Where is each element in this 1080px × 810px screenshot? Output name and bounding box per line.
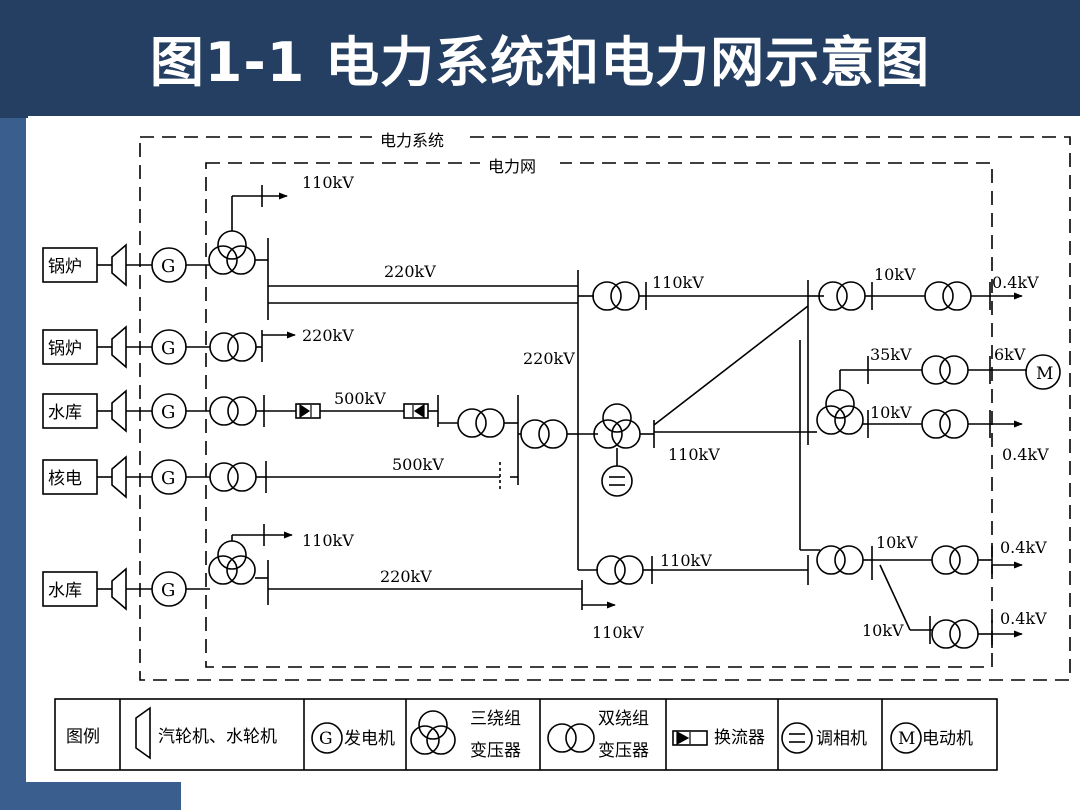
legend-converter: 换流器 — [714, 728, 765, 748]
source-box — [42, 247, 98, 283]
source-box — [42, 329, 98, 365]
generator-letter: G — [161, 256, 175, 277]
label-220kv-b: 220kV — [302, 326, 354, 345]
label-110kv-r3: 110kV — [660, 551, 712, 570]
legend-m-letter: M — [898, 729, 915, 749]
generator-letter: G — [161, 338, 175, 359]
diagram-panel — [28, 116, 1080, 782]
label-110kv-low: 110kV — [302, 531, 354, 550]
label-220kv-a: 220kV — [384, 262, 436, 281]
generator-letter: G — [161, 468, 175, 489]
label-04kv-c: 0.4kV — [1000, 538, 1047, 557]
label-110kv-r1: 110kV — [652, 273, 704, 292]
source-box — [42, 393, 98, 429]
turbine-icon — [111, 567, 127, 611]
source-label: 锅炉 — [48, 339, 82, 359]
label-10kv-a: 10kV — [874, 265, 916, 284]
legend — [54, 698, 998, 771]
label-10kv-b: 10kV — [870, 403, 912, 422]
xfmr3-1-left — [208, 245, 238, 275]
label-500kv-b: 500kV — [392, 455, 444, 474]
source-box — [42, 571, 98, 607]
grid-frame — [205, 162, 993, 668]
label-220kv-mid: 220kV — [523, 349, 575, 368]
system-label-bg — [372, 128, 468, 150]
turbine-icon — [111, 455, 127, 499]
label-10kv-c: 10kV — [876, 533, 918, 552]
generator-letter: G — [161, 580, 175, 601]
label-04kv-a: 0.4kV — [992, 273, 1039, 292]
title-bar — [0, 0, 1080, 118]
label-110kv-bottom: 110kV — [592, 623, 644, 642]
label-10kv-d: 10kV — [862, 621, 904, 640]
source-label: 水库 — [48, 403, 82, 423]
left-accent-bar — [0, 118, 26, 810]
legend-generator: 发电机 — [344, 729, 395, 749]
label-220kv-low: 220kV — [380, 567, 432, 586]
legend-motor: 电动机 — [922, 729, 973, 749]
label-500kv-a: 500kV — [334, 389, 386, 408]
legend-title: 图例 — [66, 727, 100, 747]
grid-frame-label: 电力网 — [488, 157, 536, 176]
source-label: 锅炉 — [48, 257, 82, 277]
legend-condenser: 调相机 — [816, 729, 867, 749]
slide-title: 图1-1 电力系统和电力网示意图 — [149, 31, 931, 94]
grid-label-bg — [480, 154, 560, 176]
legend-g-letter: G — [319, 729, 333, 749]
legend-3w-line2: 变压器 — [470, 741, 521, 761]
source-label: 水库 — [48, 581, 82, 601]
turbine-icon — [111, 243, 127, 287]
label-110kv-top: 110kV — [302, 173, 354, 192]
legend-turbine: 汽轮机、水轮机 — [158, 727, 277, 747]
legend-2w-line2: 变压器 — [598, 741, 649, 761]
turbine-icon — [111, 325, 127, 369]
label-110kv-r2: 110kV — [668, 445, 720, 464]
turbine-icon — [111, 389, 127, 433]
bottom-accent-strip — [26, 782, 181, 810]
legend-2w-line1: 双绕组 — [598, 709, 649, 729]
label-04kv-b: 0.4kV — [1002, 445, 1049, 464]
source-label: 核电 — [48, 469, 82, 489]
label-6kv: 6kV — [994, 345, 1026, 364]
system-frame — [139, 136, 1071, 681]
generator-letter: G — [161, 402, 175, 423]
label-04kv-d: 0.4kV — [1000, 609, 1047, 628]
source-box — [42, 459, 98, 495]
system-frame-label: 电力系统 — [380, 131, 444, 150]
legend-3w-line1: 三绕组 — [470, 709, 521, 729]
label-35kv: 35kV — [870, 345, 912, 364]
motor-letter: M — [1036, 364, 1053, 384]
